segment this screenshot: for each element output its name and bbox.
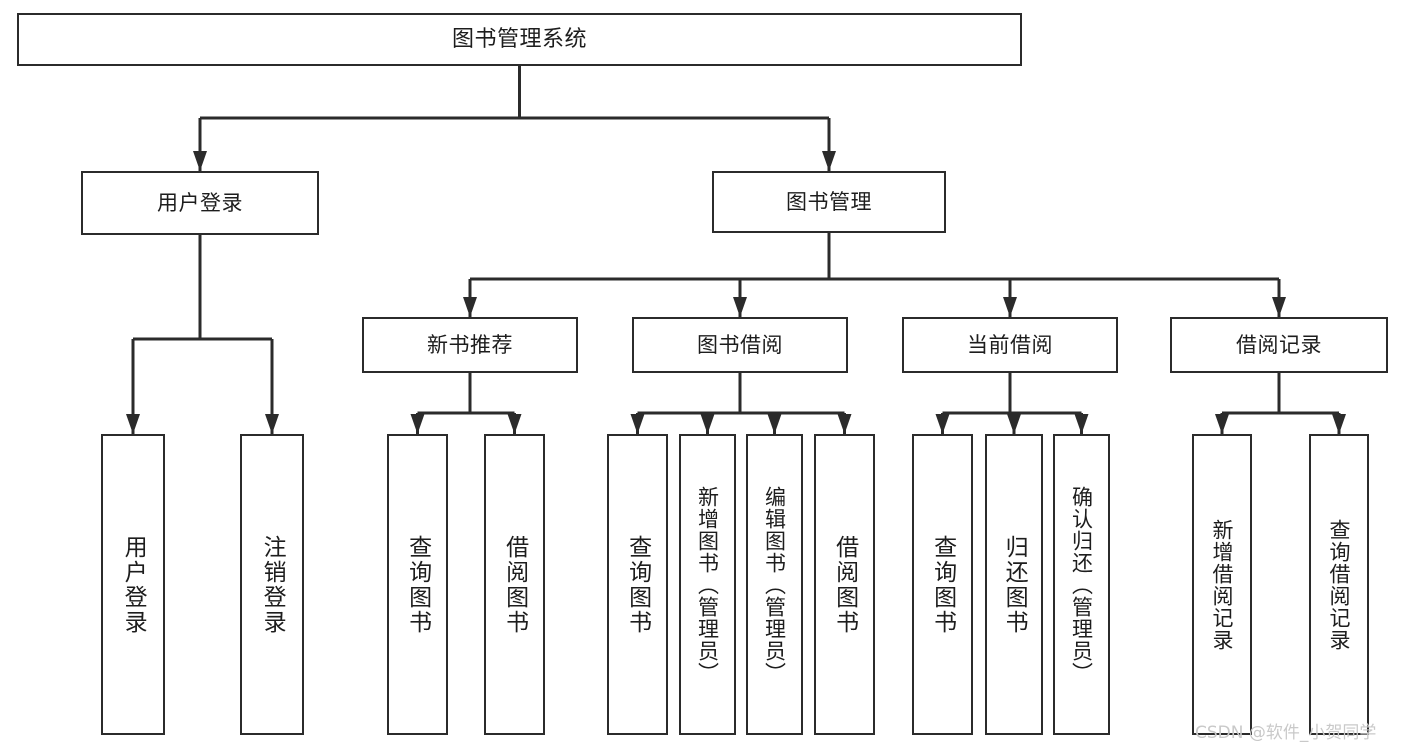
node-label: 确认归还（管理员） [1069,485,1094,684]
node-leaf-query-book-2[interactable]: 查询图书 [607,434,668,735]
node-label: 借阅图书 [831,534,858,635]
node-borrow-record[interactable]: 借阅记录 [1170,317,1388,373]
node-label: 查询图书 [404,534,431,635]
node-label: 借阅记录 [1236,332,1322,357]
node-leaf-user-login[interactable]: 用户登录 [101,434,165,735]
node-label: 编辑图书（管理员） [762,485,787,684]
node-leaf-query-record[interactable]: 查询借阅记录 [1309,434,1369,735]
node-book-manage[interactable]: 图书管理 [712,171,946,233]
node-label: 借阅图书 [501,534,528,635]
node-label: 图书借阅 [697,332,783,357]
node-user-login[interactable]: 用户登录 [81,171,319,235]
watermark: CSDN @软件_小贺同学 [1195,723,1377,743]
node-leaf-query-book-3[interactable]: 查询图书 [912,434,973,735]
node-leaf-logout[interactable]: 注销登录 [240,434,304,735]
node-leaf-borrow-book-1[interactable]: 借阅图书 [484,434,545,735]
node-label: 新增借阅记录 [1210,518,1235,651]
node-label: 图书管理 [786,189,872,214]
node-root-system[interactable]: 图书管理系统 [17,13,1022,66]
node-leaf-borrow-book-2[interactable]: 借阅图书 [814,434,875,735]
node-label: 图书管理系统 [451,26,587,52]
node-label: 查询借阅记录 [1327,518,1352,651]
node-new-book-recommend[interactable]: 新书推荐 [362,317,578,373]
node-current-borrow[interactable]: 当前借阅 [902,317,1118,373]
node-label: 查询图书 [929,534,956,635]
node-label: 当前借阅 [967,332,1053,357]
node-book-borrow[interactable]: 图书借阅 [632,317,848,373]
node-leaf-edit-book[interactable]: 编辑图书（管理员） [746,434,803,735]
node-leaf-add-book[interactable]: 新增图书（管理员） [679,434,736,735]
node-label: 用户登录 [157,190,243,215]
node-label: 归还图书 [1001,534,1028,635]
node-label: 新书推荐 [427,332,513,357]
node-label: 查询图书 [624,534,651,635]
node-leaf-return-book[interactable]: 归还图书 [985,434,1043,735]
node-leaf-query-book-1[interactable]: 查询图书 [387,434,448,735]
node-leaf-confirm-return[interactable]: 确认归还（管理员） [1053,434,1110,735]
node-leaf-add-record[interactable]: 新增借阅记录 [1192,434,1252,735]
node-label: 注销登录 [259,534,286,635]
node-label: 用户登录 [120,534,147,635]
node-label: 新增图书（管理员） [695,485,720,684]
